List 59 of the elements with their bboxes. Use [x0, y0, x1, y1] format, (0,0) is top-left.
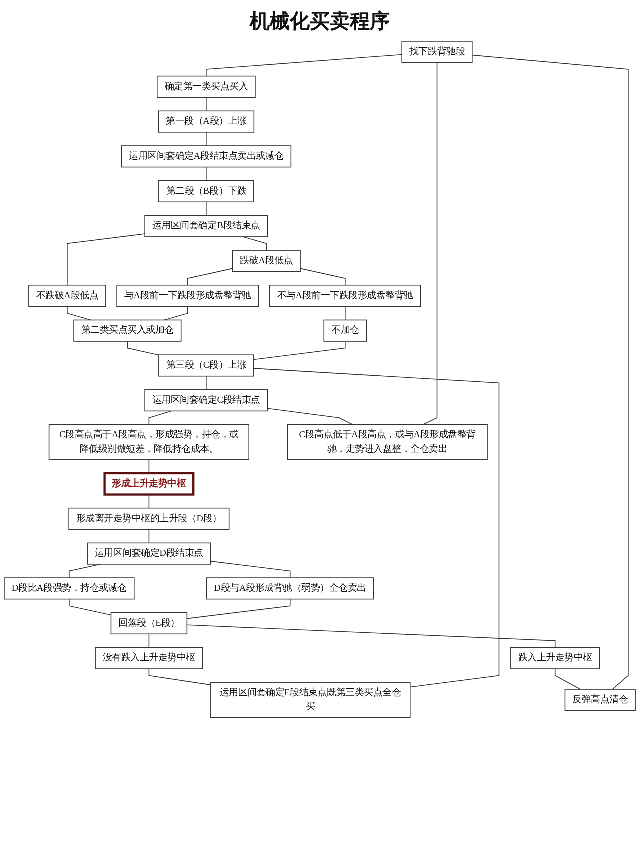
node-box: [74, 320, 182, 342]
node-box: [158, 354, 254, 377]
node-box: [144, 390, 268, 412]
node-box: [157, 76, 256, 98]
connector: [148, 410, 172, 426]
connector: [423, 62, 438, 426]
node-box: [158, 110, 255, 133]
connector: [164, 306, 188, 321]
flowchart: 找下跌背驰段 确定第一类买点买入 第一段（A段）上涨 运用区间套确定A段结束点卖出或减仓 第二段（B段）下跌 运用区间套确定B段结束点 不跌破A段低点 跌破A段低点 与A段前一下跌段形成盘整背驰 不与A段前一下跌段形成盘整背驰 第二类买点买入或加仓 不加仓 第三段（C段）上涨 运用区间套确定C段结束点 C段高点高于A段高点，形成强势，持仓，或降低级别做短差，降低持仓成本。 C段高点低于A段高点，或与A段形成盘整背驰，走势进入盘整，全仓卖出 形成上升走势中枢 形成离开走势中枢的上升段（D段） 运用区间套确定D段结束点 D段比A段强势，持仓或减仓 D段与A段形成背驰（弱势）全仓卖出 回落段（E段） 没有跌入上升走势中枢 跌入上升走势中枢 运用区间套确定E段结束点既第三类买点全仓买 反弹高点清仓: [2, 39, 638, 720]
node-box: [210, 682, 411, 718]
node-box: [116, 284, 260, 308]
connector: [206, 166, 207, 182]
connector: [210, 561, 291, 578]
node-box: [510, 647, 600, 670]
node-box: [564, 689, 636, 712]
node-box: [87, 542, 212, 565]
connector: [188, 268, 234, 286]
connector: [206, 376, 207, 390]
node-box: [95, 647, 204, 670]
connector: [472, 54, 629, 690]
node-box: [324, 320, 368, 342]
node-box: [270, 284, 422, 308]
connector: [206, 132, 207, 146]
connector: [148, 460, 150, 474]
connector: [267, 408, 354, 426]
connector: [242, 236, 268, 251]
connector: [69, 598, 112, 616]
connector: [148, 529, 150, 544]
connector: [206, 97, 207, 112]
connector: [148, 634, 150, 648]
connector: [554, 668, 582, 690]
connector: [127, 341, 160, 356]
node-box: [28, 284, 106, 308]
node-box: [206, 578, 374, 600]
node-box: [121, 146, 292, 168]
connector: [148, 494, 150, 509]
connector: [186, 624, 556, 648]
node-box: [48, 424, 250, 460]
node-box: [287, 424, 488, 460]
node-box: [4, 578, 135, 600]
connector: [69, 564, 101, 578]
node-box: [104, 472, 195, 496]
connector: [345, 306, 346, 321]
connector: [254, 341, 346, 360]
node-box: [144, 215, 268, 238]
connector: [67, 306, 92, 321]
connector: [206, 54, 402, 77]
connector: [67, 234, 146, 286]
diagram-title: 机械化买卖程序: [250, 10, 390, 35]
node-box: [232, 250, 301, 272]
node-box: [402, 41, 473, 64]
node-box: [68, 508, 230, 530]
connector: [206, 202, 207, 216]
connector: [254, 368, 500, 688]
connector: [300, 268, 346, 286]
node-box: [158, 180, 254, 203]
connector: [186, 598, 291, 620]
node-box: [110, 612, 188, 635]
connector: [148, 668, 211, 686]
